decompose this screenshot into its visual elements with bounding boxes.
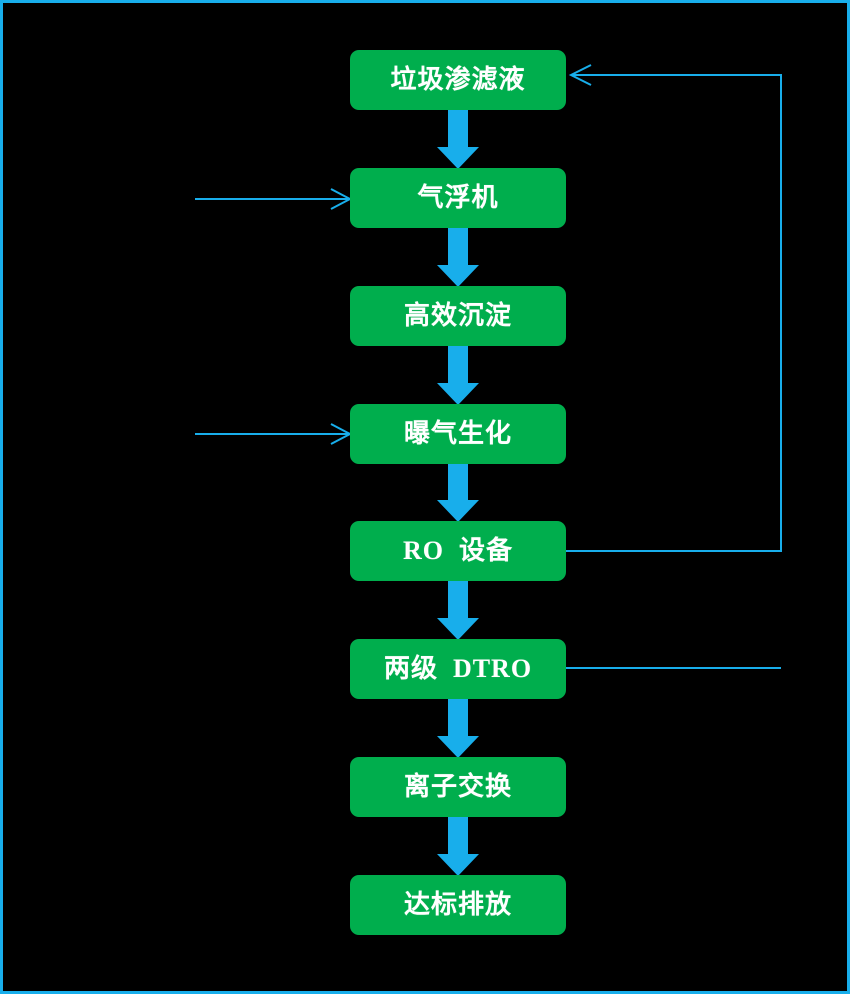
- node-ro-equipment-label: RO 设备: [402, 536, 513, 565]
- node-ion-exchange[interactable]: 离子交换: [350, 757, 566, 817]
- input-arrow-to-air-flotation: [195, 188, 353, 210]
- node-air-flotation[interactable]: 气浮机: [350, 168, 566, 228]
- block-arrow-flotation-to-sedimentation: [437, 228, 479, 287]
- recycle-line-ro-to-leachate: [566, 64, 782, 552]
- node-compliant-discharge[interactable]: 达标排放: [350, 875, 566, 935]
- node-ro-equipment[interactable]: RO 设备: [350, 521, 566, 581]
- node-air-flotation-label: 气浮机: [417, 183, 499, 212]
- block-arrow-aeration-to-ro: [437, 464, 479, 522]
- node-two-stage-dtro-label: 两级 DTRO: [383, 654, 533, 683]
- input-arrow-to-aeration: [195, 423, 353, 445]
- node-high-efficiency-sedimentation[interactable]: 高效沉淀: [350, 286, 566, 346]
- block-arrow-ro-to-dtro: [437, 581, 479, 640]
- block-arrow-dtro-to-ion-exchange: [437, 699, 479, 758]
- node-high-efficiency-sedimentation-label: 高效沉淀: [403, 301, 512, 330]
- node-compliant-discharge-label: 达标排放: [403, 890, 512, 919]
- node-two-stage-dtro[interactable]: 两级 DTRO: [350, 639, 566, 699]
- node-leachate-label: 垃圾渗滤液: [390, 65, 526, 94]
- node-leachate[interactable]: 垃圾渗滤液: [350, 50, 566, 110]
- block-arrow-leachate-to-flotation: [437, 110, 479, 169]
- block-arrow-ion-exchange-to-discharge: [437, 817, 479, 876]
- node-ion-exchange-label: 离子交换: [403, 772, 512, 801]
- node-aeration-biochemical[interactable]: 曝气生化: [350, 404, 566, 464]
- node-aeration-biochemical-label: 曝气生化: [403, 419, 512, 448]
- block-arrow-sedimentation-to-aeration: [437, 346, 479, 405]
